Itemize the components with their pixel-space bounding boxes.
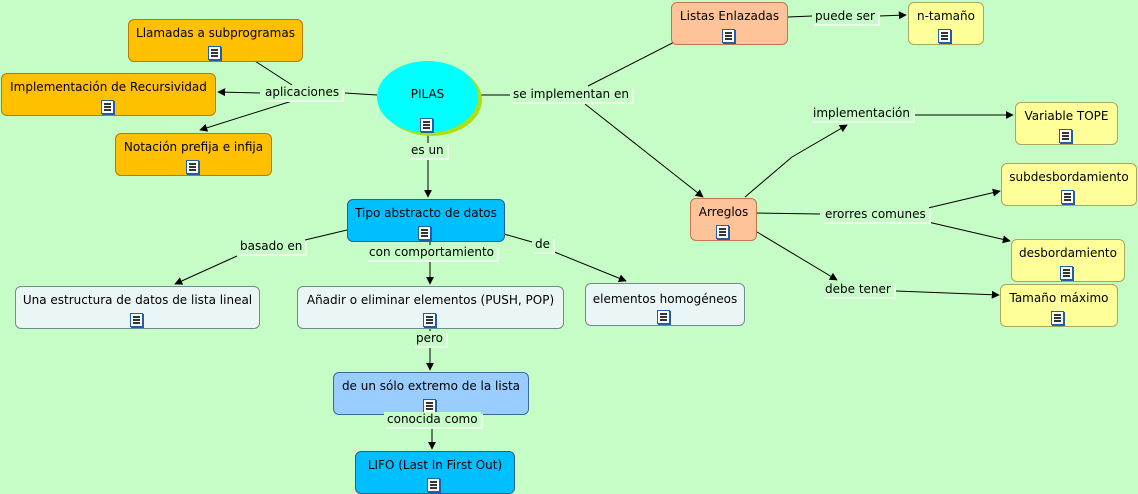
node-estructura[interactable]: Una estructura de datos de lista lineal bbox=[15, 286, 260, 329]
document-icon[interactable] bbox=[207, 46, 221, 60]
node-tamano-maximo[interactable]: Tamaño máximo bbox=[1000, 284, 1118, 327]
line-pilas-aplicaciones bbox=[344, 92, 378, 96]
line-tad-basado bbox=[304, 229, 348, 241]
line-arreglos-implementacion bbox=[744, 156, 793, 198]
node-variable-tope[interactable]: Variable TOPE bbox=[1015, 102, 1118, 145]
link-pero: pero bbox=[413, 331, 447, 346]
document-icon[interactable] bbox=[1058, 129, 1072, 143]
arrow-to-ntamano bbox=[877, 11, 907, 20]
link-debe-tener: debe tener bbox=[822, 282, 894, 297]
node-pilas-label: PILAS bbox=[410, 87, 445, 101]
node-estructura-label: Una estructura de datos de lista lineal bbox=[22, 293, 253, 307]
document-icon[interactable] bbox=[715, 225, 729, 239]
link-con-comportamiento: con comportamiento bbox=[366, 245, 497, 260]
node-anadir-label: Añadir o eliminar elementos (PUSH, POP) bbox=[306, 293, 555, 307]
link-puede-ser: puede ser bbox=[812, 9, 878, 24]
node-listas-label: Listas Enlazadas bbox=[679, 9, 780, 23]
node-arreglos[interactable]: Arreglos bbox=[690, 198, 757, 241]
line-arreglos-errores bbox=[756, 212, 821, 215]
node-pilas[interactable]: PILAS bbox=[377, 61, 478, 133]
document-icon[interactable] bbox=[1060, 266, 1073, 280]
node-extremo[interactable]: de un sólo extremo de la lista bbox=[333, 372, 529, 415]
arrow-to-estructura bbox=[174, 255, 238, 285]
document-icon[interactable] bbox=[185, 160, 199, 174]
document-icon[interactable] bbox=[938, 29, 951, 43]
node-desbordamiento[interactable]: desbordamiento bbox=[1011, 239, 1125, 282]
link-implementacion: implementación bbox=[810, 106, 913, 121]
link-aplicaciones: aplicaciones bbox=[262, 85, 343, 100]
line-arreglos-debe bbox=[756, 231, 838, 281]
document-icon[interactable] bbox=[1061, 190, 1074, 204]
node-lifo[interactable]: LIFO (Last In First Out) bbox=[355, 451, 515, 494]
node-lifo-label: LIFO (Last In First Out) bbox=[367, 458, 503, 472]
node-arreglos-label: Arreglos bbox=[698, 205, 749, 219]
document-icon[interactable] bbox=[721, 29, 735, 43]
arrow-to-homogeneos bbox=[551, 250, 627, 283]
node-subdesbordamiento-label: subdesbordamiento bbox=[1009, 170, 1129, 184]
node-variable-tope-label: Variable TOPE bbox=[1024, 109, 1109, 123]
arrow-to-recursividad bbox=[217, 88, 261, 97]
document-icon[interactable] bbox=[419, 118, 433, 132]
node-recursividad-label: Implementación de Recursividad bbox=[10, 80, 207, 94]
node-subdesbordamiento[interactable]: subdesbordamiento bbox=[1001, 163, 1137, 206]
line-listas-puede bbox=[787, 15, 813, 18]
document-icon[interactable] bbox=[422, 313, 436, 327]
arrow-to-arreglos bbox=[584, 103, 704, 198]
node-notacion-label: Notación prefija e infija bbox=[123, 140, 264, 154]
node-homogeneos-label: elementos homogéneos bbox=[592, 292, 738, 306]
link-basado-en: basado en bbox=[237, 239, 306, 254]
document-icon[interactable] bbox=[657, 310, 670, 324]
arrow-to-implementacion-label bbox=[791, 124, 848, 158]
document-icon[interactable] bbox=[427, 478, 440, 492]
node-listas[interactable]: Listas Enlazadas bbox=[671, 2, 788, 45]
arrow-to-tamano bbox=[895, 290, 1000, 299]
node-recursividad[interactable]: Implementación de Recursividad bbox=[1, 73, 216, 116]
link-de: de bbox=[532, 237, 553, 252]
node-tad-label: Tipo abstracto de datos bbox=[355, 206, 497, 220]
link-es-un: es un bbox=[408, 143, 447, 158]
document-icon[interactable] bbox=[100, 100, 114, 114]
node-ntamano[interactable]: n-tamaño bbox=[908, 2, 984, 45]
link-conocida-como: conocida como bbox=[384, 412, 481, 427]
node-extremo-label: de un sólo extremo de la lista bbox=[341, 379, 521, 393]
node-notacion[interactable]: Notación prefija e infija bbox=[115, 133, 272, 176]
document-icon[interactable] bbox=[129, 313, 143, 327]
arrow-to-desbordamiento bbox=[927, 221, 1011, 244]
document-icon[interactable] bbox=[1051, 311, 1064, 325]
node-ntamano-label: n-tamaño bbox=[917, 9, 975, 23]
node-anadir[interactable]: Añadir o eliminar elementos (PUSH, POP) bbox=[297, 286, 564, 329]
document-icon[interactable] bbox=[423, 399, 436, 413]
node-llamadas-label: Llamadas a subprogramas bbox=[136, 26, 295, 40]
node-desbordamiento-label: desbordamiento bbox=[1019, 246, 1117, 260]
arrow-to-notacion bbox=[199, 100, 293, 132]
link-se-implementan-en: se implementan en bbox=[510, 87, 632, 102]
link-errores-comunes: erorres comunes bbox=[822, 207, 929, 222]
node-llamadas[interactable]: Llamadas a subprogramas bbox=[128, 19, 303, 62]
document-icon[interactable] bbox=[418, 226, 431, 240]
arrow-to-subdesbordamiento bbox=[927, 188, 1001, 209]
node-tamano-maximo-label: Tamaño máximo bbox=[1009, 291, 1109, 305]
node-homogeneos[interactable]: elementos homogéneos bbox=[585, 283, 745, 326]
node-tad[interactable]: Tipo abstracto de datos bbox=[347, 199, 505, 242]
